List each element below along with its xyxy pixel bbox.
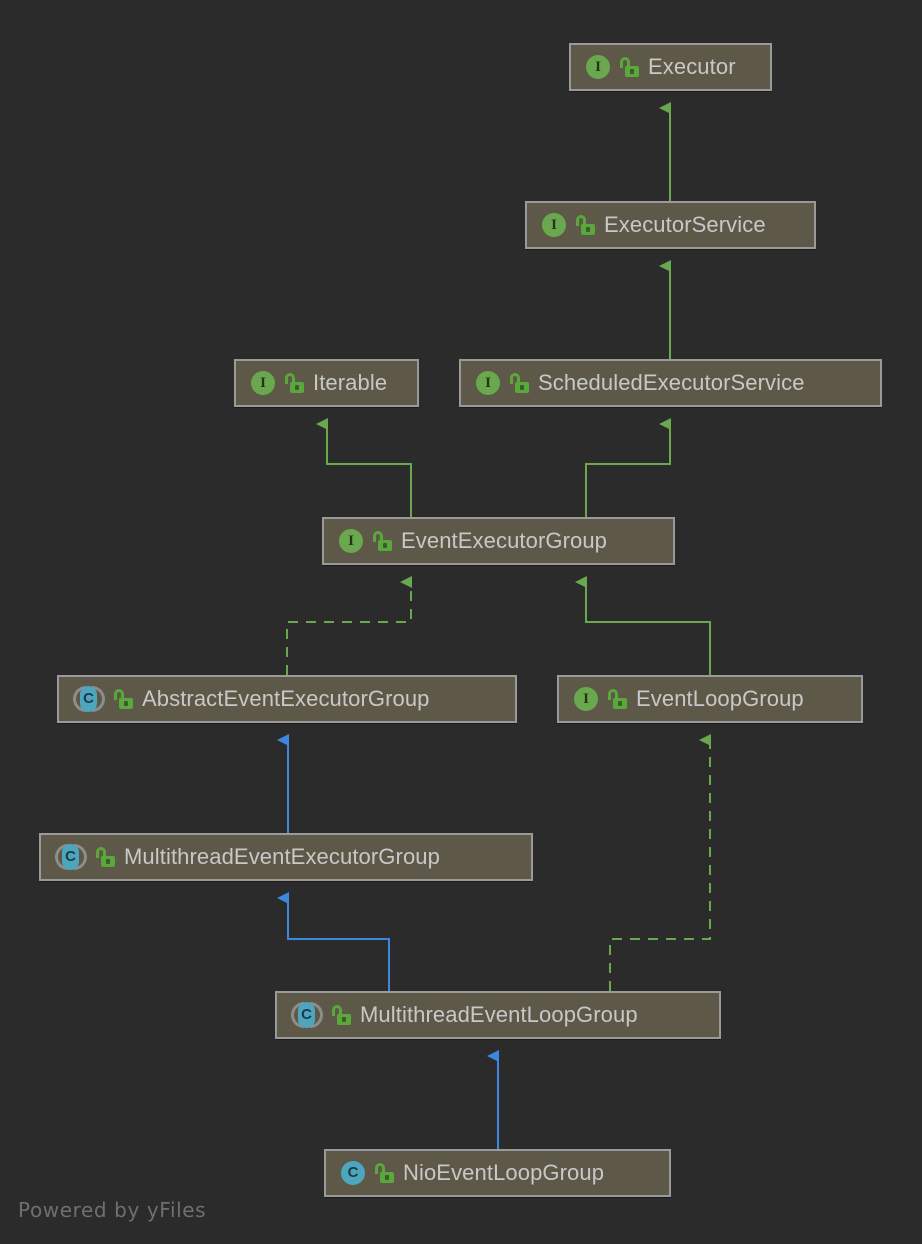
edge-multithreadeventloopgroup-to-multithreadeventexecutorgroup — [277, 892, 390, 991]
public-open-lock-icon — [375, 1162, 395, 1184]
interface-icon: I — [473, 369, 501, 397]
interface-icon: I — [248, 369, 276, 397]
public-open-lock-icon — [114, 688, 134, 710]
node-label: EventLoopGroup — [636, 686, 804, 711]
yfiles-watermark: Powered by yFiles — [18, 1198, 207, 1222]
node-label: MultithreadEventLoopGroup — [360, 1002, 638, 1027]
public-open-lock-icon — [510, 372, 530, 394]
node-eventloopgroup[interactable]: I EventLoopGroup — [557, 675, 863, 723]
interface-icon: I — [571, 685, 599, 713]
node-executorservice[interactable]: I ExecutorService — [525, 201, 816, 249]
public-open-lock-icon — [373, 530, 393, 552]
public-open-lock-icon — [576, 214, 596, 236]
public-open-lock-icon — [620, 56, 640, 78]
edge-eventexecutorgroup-to-scheduledexecutorservice — [585, 418, 671, 517]
node-executor[interactable]: I Executor — [569, 43, 772, 91]
public-open-lock-icon — [332, 1004, 352, 1026]
class-icon: C — [338, 1159, 366, 1187]
edge-multithreadeventloopgroup-to-eventloopgroup — [609, 734, 711, 991]
node-multithreadeventloopgroup[interactable]: C MultithreadEventLoopGroup — [275, 991, 721, 1039]
interface-icon: I — [583, 53, 611, 81]
node-abstracteventexecutorgroup[interactable]: C AbstractEventExecutorGroup — [57, 675, 517, 723]
public-open-lock-icon — [285, 372, 305, 394]
edge-eventexecutorgroup-to-iterable — [316, 418, 412, 517]
interface-icon: I — [336, 527, 364, 555]
edge-abstracteventexecutorgroup-to-eventexecutorgroup — [286, 576, 412, 675]
abstract-class-icon: C — [53, 843, 87, 871]
node-label: Executor — [648, 54, 736, 79]
node-label: MultithreadEventExecutorGroup — [124, 844, 440, 869]
node-scheduledexecutorservice[interactable]: I ScheduledExecutorService — [459, 359, 882, 407]
edge-eventloopgroup-to-eventexecutorgroup — [575, 576, 711, 675]
public-open-lock-icon — [608, 688, 628, 710]
node-label: Iterable — [313, 370, 388, 395]
node-label: NioEventLoopGroup — [403, 1160, 605, 1185]
node-label: ExecutorService — [604, 212, 766, 237]
node-multithreadeventexecutorgroup[interactable]: C MultithreadEventExecutorGroup — [39, 833, 533, 881]
node-label: ScheduledExecutorService — [538, 370, 805, 395]
interface-icon: I — [539, 211, 567, 239]
abstract-class-icon: C — [289, 1001, 323, 1029]
node-eventexecutorgroup[interactable]: I EventExecutorGroup — [322, 517, 675, 565]
abstract-class-icon: C — [71, 685, 105, 713]
node-nioeventloopgroup[interactable]: C NioEventLoopGroup — [324, 1149, 671, 1197]
node-label: EventExecutorGroup — [401, 528, 608, 553]
node-iterable[interactable]: I Iterable — [234, 359, 419, 407]
public-open-lock-icon — [96, 846, 116, 868]
node-label: AbstractEventExecutorGroup — [142, 686, 430, 711]
